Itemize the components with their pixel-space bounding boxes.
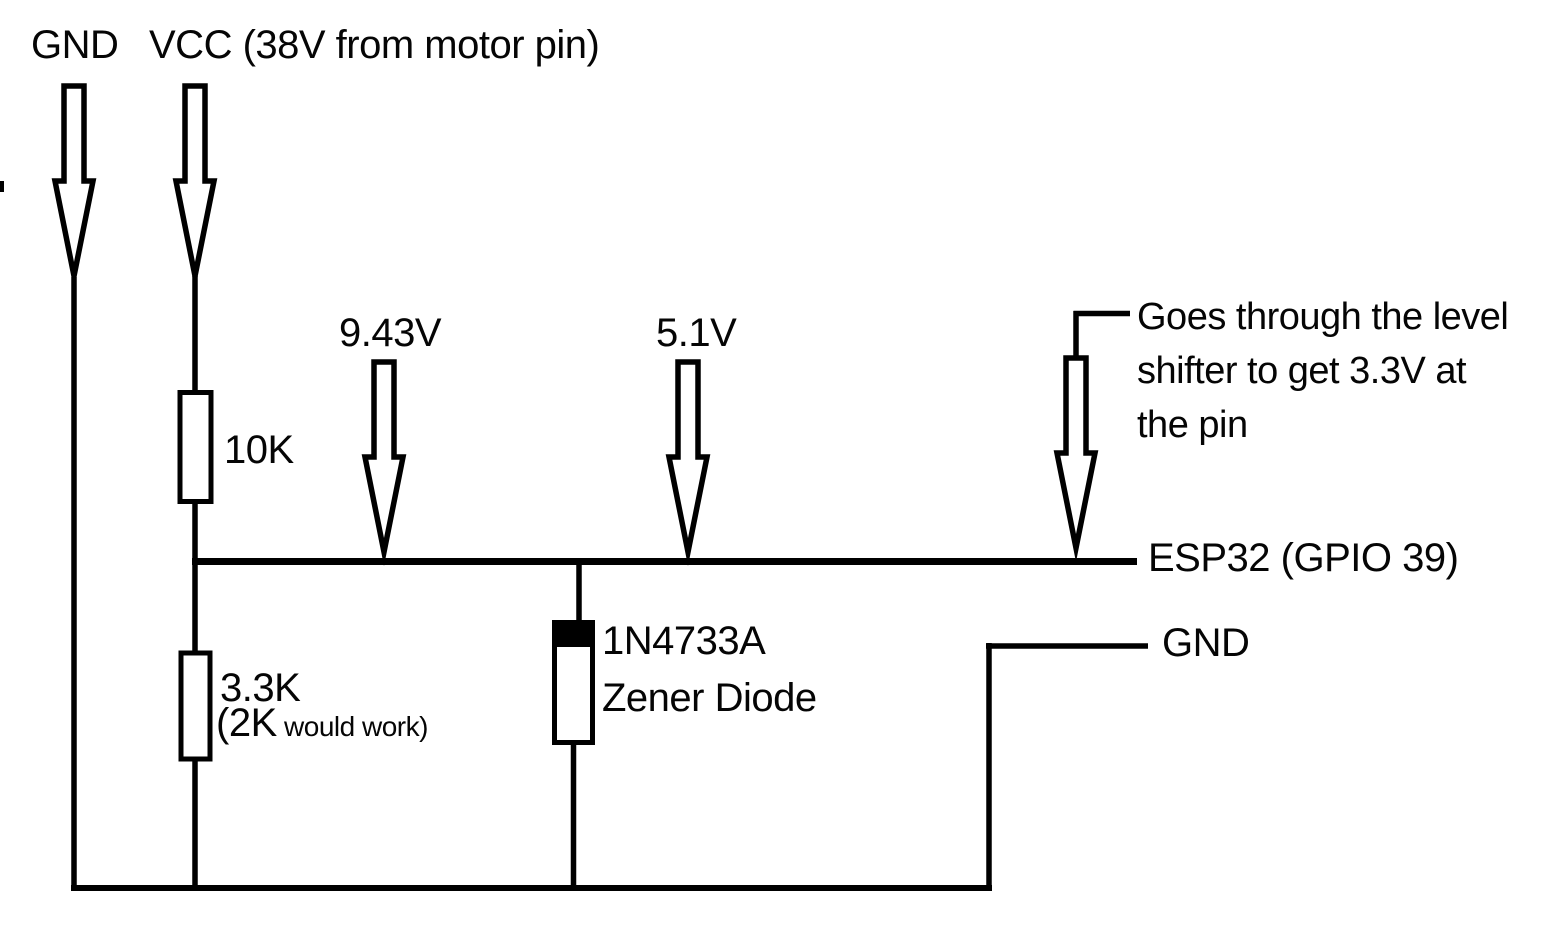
- resistor-3k3-body: [178, 650, 213, 762]
- vcc-supply-label: VCC (38V from motor pin): [149, 23, 600, 67]
- divider-voltage-label: 9.43V: [339, 311, 442, 355]
- esp32-pin-label: ESP32 (GPIO 39): [1148, 536, 1459, 580]
- resistor-3k3-note-prefix: (2K: [216, 701, 277, 745]
- resistor-3k3-value-label: 3.3K: [220, 666, 301, 710]
- scan-artifact-mark: [0, 181, 4, 192]
- vcc-down-arrow-icon: [176, 86, 214, 276]
- gnd-supply-label: GND: [31, 23, 119, 67]
- zener-voltage-label: 5.1V: [656, 311, 737, 355]
- zener-type-label: Zener Diode: [602, 676, 817, 720]
- level-shifter-down-arrow-icon: [1057, 358, 1095, 548]
- zener-cathode-band: [552, 620, 595, 647]
- gnd-down-arrow-icon: [55, 86, 93, 276]
- divider-voltage-down-arrow-icon: [365, 362, 403, 552]
- zener-part-number-label: 1N4733A: [602, 619, 766, 663]
- level-shifter-note-line1: Goes through the level: [1137, 296, 1509, 338]
- resistor-10k-body: [177, 390, 214, 504]
- level-shifter-note: Goes through the level shifter to get 3.…: [1137, 290, 1509, 452]
- resistor-10k-value-label: 10K: [224, 428, 294, 472]
- resistor-3k3-note-suffix: would work): [276, 711, 428, 742]
- zener-voltage-down-arrow-icon: [669, 362, 707, 552]
- gnd-pin-label: GND: [1162, 621, 1250, 665]
- level-shifter-note-line3: the pin: [1137, 404, 1248, 446]
- resistor-3k3-note-label: (2K would work): [216, 703, 428, 743]
- level-shifter-note-line2: shifter to get 3.3V at: [1137, 350, 1467, 392]
